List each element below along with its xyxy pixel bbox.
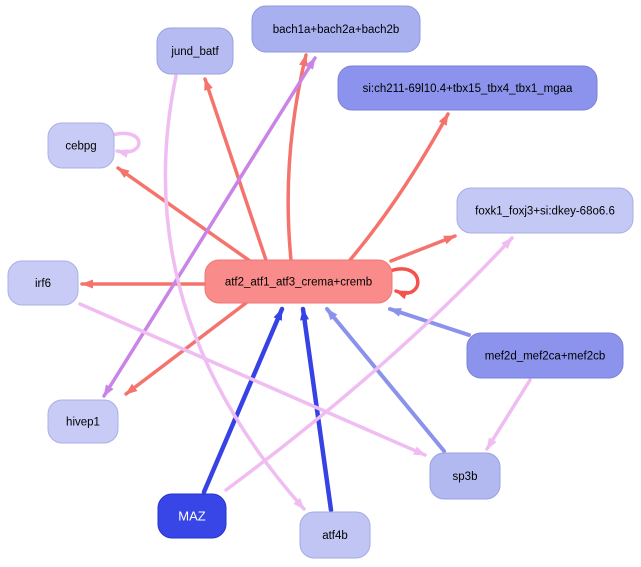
node-shape-bach1a[interactable] xyxy=(251,5,421,53)
edge-irf6-to-sp3b[interactable] xyxy=(78,302,427,457)
node-shape-atf2[interactable] xyxy=(204,259,393,304)
edge-atf2-to-jund_batf[interactable] xyxy=(203,77,268,262)
node-atf4b[interactable]: atf4b xyxy=(299,511,371,559)
edge-layer xyxy=(78,53,532,513)
edge-cebpg-to-cebpg-self-loop[interactable] xyxy=(110,131,141,158)
node-MAZ[interactable]: MAZ xyxy=(157,493,227,539)
node-shape-hivep1[interactable] xyxy=(47,399,119,444)
node-hivep1[interactable]: hivep1 xyxy=(47,399,119,444)
edge-sp3b-to-atf2[interactable] xyxy=(325,307,446,453)
node-shape-irf6[interactable] xyxy=(7,260,79,306)
node-shape-sp3b[interactable] xyxy=(429,452,501,500)
node-bach1a[interactable]: bach1a+bach2a+bach2b xyxy=(251,5,421,53)
edge-jund_batf-to-atf4b[interactable] xyxy=(163,74,306,511)
node-layer: jund_batf bach1a+bach2a+bach2b si:ch211-69… xyxy=(7,5,634,559)
edge-MAZ-to-foxk1[interactable] xyxy=(224,236,514,492)
node-shape-cebpg[interactable] xyxy=(47,122,115,169)
node-cebpg[interactable]: cebpg xyxy=(47,122,115,169)
node-si_ch211[interactable]: si:ch211-69l10.4+tbx15_tbx4_tbx1_mgaa xyxy=(337,65,598,111)
edge-atf2-to-foxk1[interactable] xyxy=(389,234,457,263)
node-atf2[interactable]: atf2_atf1_atf3_crema+cremb xyxy=(204,259,393,304)
node-shape-si_ch211[interactable] xyxy=(337,65,598,111)
edge-atf2-to-si_ch211[interactable] xyxy=(348,112,450,262)
node-sp3b[interactable]: sp3b xyxy=(429,452,501,500)
node-foxk1[interactable]: foxk1_foxj3+si:dkey-68o6.6 xyxy=(456,187,634,234)
edge-MAZ-to-atf2[interactable] xyxy=(201,306,285,495)
edge-hivep1-to-bach1a[interactable] xyxy=(102,56,317,398)
node-shape-mef2d[interactable] xyxy=(466,332,624,379)
node-shape-MAZ[interactable] xyxy=(157,493,227,539)
edge-mef2d-to-sp3b[interactable] xyxy=(485,378,532,451)
node-jund_batf[interactable]: jund_batf xyxy=(156,27,234,75)
node-shape-atf4b[interactable] xyxy=(299,511,371,559)
node-shape-foxk1[interactable] xyxy=(456,187,634,234)
node-irf6[interactable]: irf6 xyxy=(7,260,79,306)
edge-atf2-to-cebpg[interactable] xyxy=(116,166,252,263)
node-mef2d[interactable]: mef2d_mef2ca+mef2cb xyxy=(466,332,624,379)
edge-atf2-to-atf2-self-loop[interactable] xyxy=(388,267,420,300)
node-shape-jund_batf[interactable] xyxy=(156,27,234,75)
